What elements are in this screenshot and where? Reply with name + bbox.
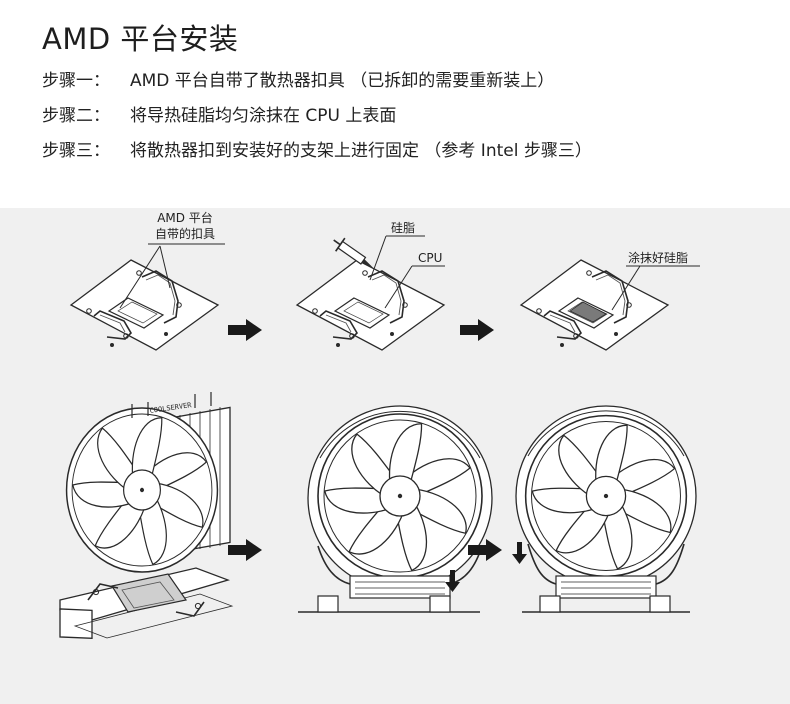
step-3-label: 步骤三： — [42, 141, 110, 161]
cooler-three-quarter: COOLSERVER — [67, 392, 231, 572]
step-2: 步骤二： 将导热硅脂均匀涂抹在 CPU 上表面 — [42, 101, 396, 126]
motherboard-stock-bracket — [70, 259, 219, 351]
applied-label-leader — [611, 265, 700, 311]
label-cpu: CPU — [418, 251, 443, 265]
label-thermal-grease: 硅脂 — [391, 221, 416, 235]
thermal-paste-syringe-icon — [333, 237, 374, 268]
label-paste-applied: 涂抹好硅脂 — [628, 251, 689, 265]
heatpipe-tips — [131, 392, 212, 418]
cooler-front-installed — [512, 405, 697, 613]
motherboard-cpu — [296, 259, 445, 351]
installation-illustration: COOLSERVER — [59, 235, 700, 640]
cooler-front-mounting — [298, 405, 493, 613]
label-stock-bracket: AMD 平台 自带的扣具 — [150, 210, 220, 242]
page-title: AMD 平台安装 — [42, 22, 239, 56]
step-1-text: AMD 平台自带了散热器扣具 （已拆卸的需要重新装上） — [130, 71, 555, 91]
arrow-step-1-to-2 — [228, 319, 262, 341]
step-2-label: 步骤二： — [42, 106, 110, 126]
arrow-step-3-to-4 — [228, 539, 262, 561]
arrow-step-2-to-3 — [460, 319, 494, 341]
label-stock-bracket-line1: AMD 平台 — [157, 211, 213, 225]
motherboard-mount-plate — [59, 567, 234, 640]
step-3: 步骤三： 将散热器扣到安装好的支架上进行固定 （参考 Intel 步骤三） — [42, 136, 592, 161]
step-2-text: 将导热硅脂均匀涂抹在 CPU 上表面 — [130, 106, 397, 126]
label-stock-bracket-line2: 自带的扣具 — [154, 227, 215, 241]
cooler-brand-text: COOLSERVER — [149, 401, 193, 415]
step-3-text: 将散热器扣到安装好的支架上进行固定 （参考 Intel 步骤三） — [130, 141, 592, 161]
step-1: 步骤一： AMD 平台自带了散热器扣具 （已拆卸的需要重新装上） — [42, 66, 554, 91]
illustration-panel: COOLSERVER — [0, 208, 790, 704]
motherboard-paste-applied — [520, 259, 669, 351]
cpu-label-leader — [369, 235, 445, 309]
step-1-label: 步骤一： — [42, 71, 110, 91]
bracket-label-leader — [119, 243, 225, 309]
